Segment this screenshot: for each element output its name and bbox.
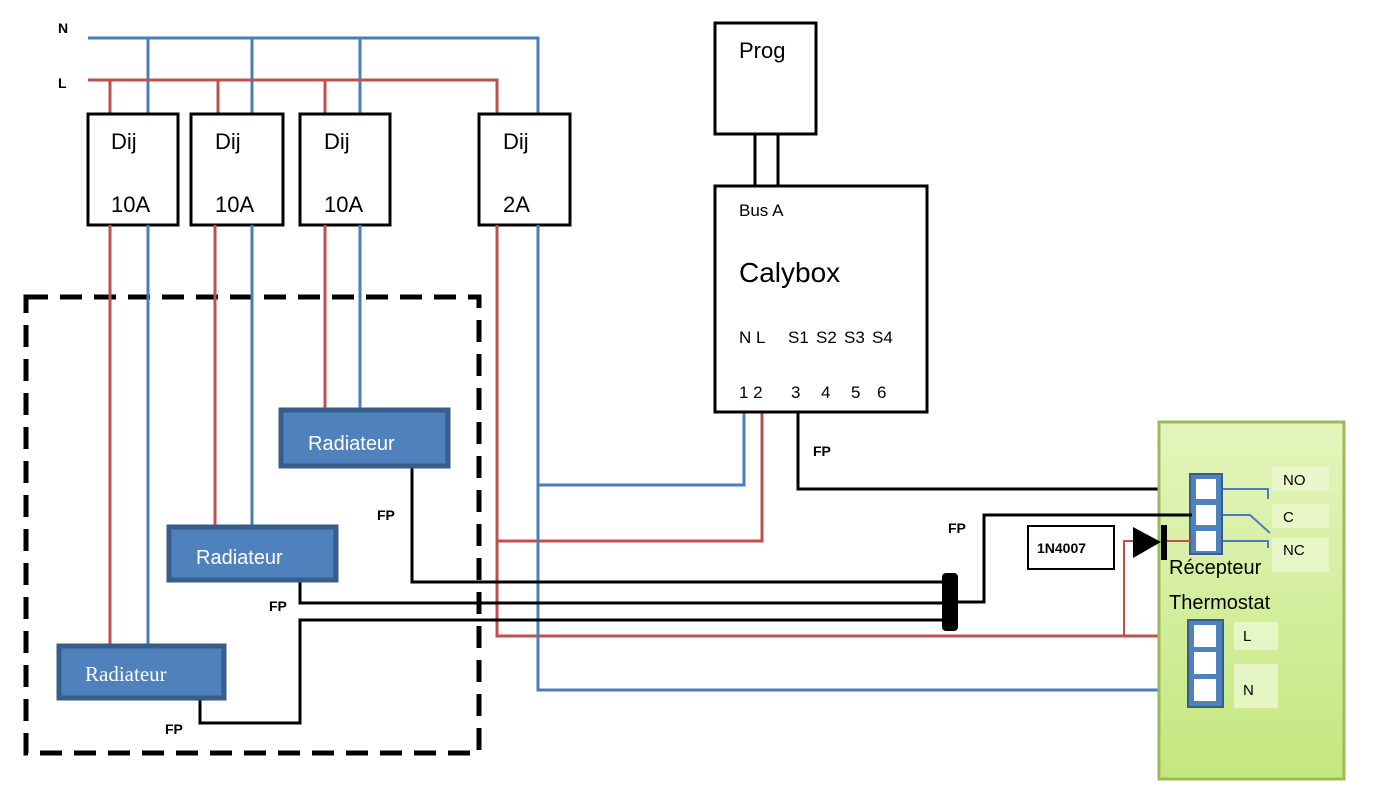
calybox-neutral-wire [536, 225, 746, 487]
breaker-1: Dij 10A [86, 112, 180, 227]
rad2-pilot-wire [298, 581, 948, 605]
breaker-3-rating: 10A [324, 192, 363, 217]
radiator-3-label: Radiateur [85, 662, 167, 686]
breaker-3-name: Dij [324, 129, 350, 154]
diode-label-box: 1N4007 [1027, 525, 1115, 570]
calybox-module: Bus A Calybox N L S1 S2 S3 S4 1 2 3 4 5 … [713, 184, 929, 414]
diode-icon [1133, 527, 1161, 558]
prog-label: Prog [739, 38, 785, 63]
receiver-terminal-nc: NC [1283, 542, 1305, 559]
relay-c-contact [1222, 514, 1271, 534]
calybox-port-s1: S1 [788, 328, 809, 347]
receiver-terminal-no: NO [1283, 472, 1306, 489]
relay-nc-contact [1222, 540, 1269, 548]
power-terminal-block [1187, 619, 1224, 708]
breaker-2: Dij 10A [189, 112, 285, 227]
relay-terminal-block [1189, 473, 1223, 555]
radiator-zone-enclosure [23, 294, 482, 756]
rad3-pilot-wire [198, 618, 948, 725]
calybox-terminal-6: 6 [877, 383, 886, 402]
calybox-s1-wire [796, 412, 1192, 491]
fp-label-rad3: FP [165, 721, 183, 737]
breaker-2-rating: 10A [215, 192, 254, 217]
breaker-4-rating: 2A [503, 192, 530, 217]
receiver-live-wire [495, 541, 1190, 638]
calybox-port-nl: N L [739, 328, 765, 347]
calybox-port-s2: S2 [816, 328, 837, 347]
live-line-label: L [58, 75, 67, 91]
breaker-1-rating: 10A [111, 192, 150, 217]
radiator-2-label: Radiateur [196, 547, 283, 569]
receiver-neutral-wire [536, 485, 1190, 692]
receiver-title-line1: Récepteur [1169, 557, 1262, 579]
diode-cathode-bar [1161, 525, 1167, 560]
calybox-terminal-3: 3 [791, 383, 800, 402]
radiator-3: Radiateur [56, 643, 227, 701]
relay-no-contact [1222, 488, 1269, 499]
diode-label: 1N4007 [1037, 540, 1086, 556]
pilot-wire-junction [942, 573, 958, 631]
fp-label-calybox: FP [813, 443, 831, 459]
receiver-terminal-c: C [1283, 509, 1294, 526]
calybox-port-s4: S4 [872, 328, 893, 347]
pilot-wire-to-receiver [957, 513, 1192, 604]
calybox-bus-label: Bus A [739, 201, 784, 220]
calybox-terminal-12: 1 2 [739, 383, 763, 402]
fp-label-rad2: FP [269, 598, 287, 614]
breaker-2-name: Dij [215, 129, 241, 154]
prog-module: Prog [713, 21, 818, 136]
diode-live-wire [1123, 540, 1135, 636]
calybox-terminal-4: 4 [821, 383, 830, 402]
calybox-port-s3: S3 [844, 328, 865, 347]
neutral-line-label: N [58, 20, 68, 36]
breaker-4: Dij 2A [477, 112, 572, 227]
rad1-pilot-wire [410, 466, 948, 584]
calybox-title: Calybox [739, 257, 840, 288]
receiver-terminal-n: N [1243, 682, 1254, 699]
radiator-1: Radiateur [278, 407, 451, 469]
breaker-4-name: Dij [503, 129, 529, 154]
neutral-bus-wire [88, 36, 540, 114]
receiver-title-line2: Thermostat [1169, 592, 1271, 614]
breaker-1-name: Dij [111, 129, 137, 154]
breaker-3: Dij 10A [298, 112, 392, 227]
fp-label-rad1: FP [377, 507, 395, 523]
live-bus-wire [88, 78, 499, 114]
calybox-terminal-5: 5 [851, 383, 860, 402]
receiver-terminal-l: L [1243, 628, 1251, 645]
radiator-1-label: Radiateur [308, 433, 395, 455]
radiator-2: Radiateur [166, 524, 339, 583]
calybox-live-wire [495, 225, 764, 543]
fp-label-junction: FP [948, 520, 966, 536]
